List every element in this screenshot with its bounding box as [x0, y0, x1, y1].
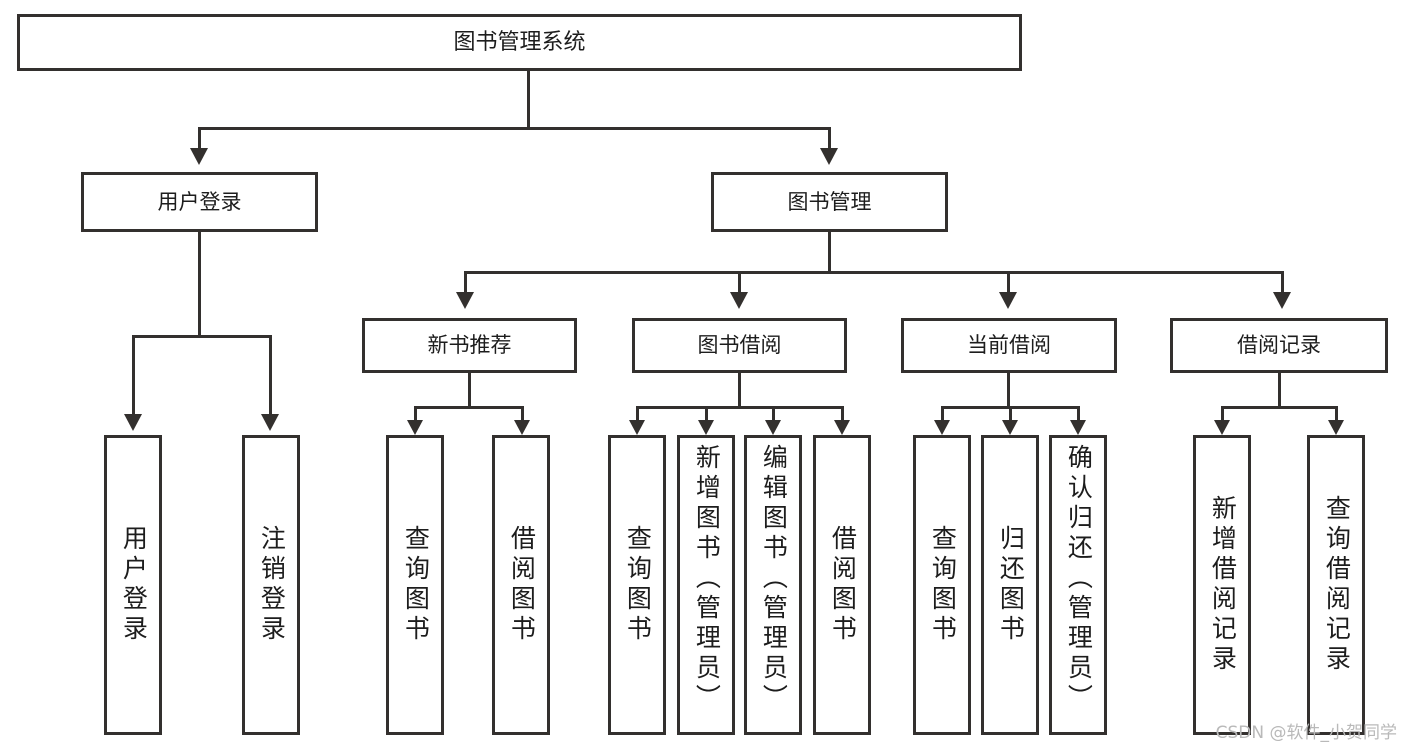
node-label: 归还图书: [996, 525, 1026, 645]
arrowhead-bm-to-borrow-record: [1273, 292, 1291, 309]
node-label: 查询借阅记录: [1322, 495, 1352, 675]
node-label: 图书管理系统: [453, 29, 586, 55]
node-label: 查询图书: [623, 525, 653, 645]
node-label: 借阅图书: [507, 525, 537, 645]
leaf-query-book-borrow[interactable]: 查询图书: [608, 435, 666, 735]
connector-br-to-leaf-2: [1335, 406, 1338, 421]
arrowhead-bm-to-book-borrow: [730, 292, 748, 309]
connector-borrow-record-stem: [1278, 373, 1281, 409]
node-label: 新增图书（管理员）: [692, 444, 722, 714]
connector-borrow-record-bar: [1221, 406, 1338, 409]
connector-root-to-book-management: [828, 127, 831, 149]
connector-cb-to-leaf-3: [1077, 406, 1080, 421]
leaf-query-book-recommend[interactable]: 查询图书: [386, 435, 444, 735]
connector-book-borrow-bar: [636, 406, 844, 409]
node-user-login[interactable]: 用户登录: [81, 172, 318, 232]
arrowhead-bb-to-leaf-2: [698, 420, 714, 435]
connector-br-to-leaf-1: [1221, 406, 1224, 421]
node-new-book-recommend[interactable]: 新书推荐: [362, 318, 577, 373]
node-label: 图书管理: [787, 189, 872, 214]
arrowhead-bm-to-current-borrow: [999, 292, 1017, 309]
node-label: 用户登录: [119, 525, 149, 645]
connector-root-bar: [198, 127, 831, 130]
leaf-confirm-return-admin[interactable]: 确认归还（管理员）: [1049, 435, 1107, 735]
leaf-borrow-book-recommend[interactable]: 借阅图书: [492, 435, 550, 735]
arrowhead-br-to-leaf-1: [1214, 420, 1230, 435]
connector-user-login-to-leaf-1: [132, 335, 135, 415]
connector-cb-to-leaf-1: [941, 406, 944, 421]
node-root-book-management-system[interactable]: 图书管理系统: [17, 14, 1022, 71]
node-label: 图书借阅: [697, 333, 782, 358]
node-book-management[interactable]: 图书管理: [711, 172, 948, 232]
arrowhead-cb-to-leaf-1: [934, 420, 950, 435]
connector-user-login-stem: [198, 232, 201, 335]
leaf-return-book[interactable]: 归还图书: [981, 435, 1039, 735]
connector-new-book-to-leaf-2: [521, 406, 524, 421]
node-book-borrow[interactable]: 图书借阅: [632, 318, 847, 373]
connector-bb-to-leaf-1: [636, 406, 639, 421]
connector-new-book-to-leaf-1: [414, 406, 417, 421]
node-label: 用户登录: [157, 189, 242, 214]
arrowhead-new-book-to-leaf-2: [514, 420, 530, 435]
arrowhead-user-login-to-leaf-1: [124, 414, 142, 431]
node-label: 借阅记录: [1237, 333, 1321, 358]
arrowhead-br-to-leaf-2: [1328, 420, 1344, 435]
node-current-borrow[interactable]: 当前借阅: [901, 318, 1117, 373]
arrowhead-root-to-user-login: [190, 148, 208, 165]
leaf-add-book-admin[interactable]: 新增图书（管理员）: [677, 435, 735, 735]
watermark: CSDN @软件_小贺同学: [1215, 723, 1397, 743]
connector-new-book-bar: [414, 406, 524, 409]
arrowhead-user-login-to-leaf-2: [261, 414, 279, 431]
connector-root-stem: [527, 71, 530, 127]
arrowhead-bb-to-leaf-1: [629, 420, 645, 435]
arrowhead-bb-to-leaf-3: [765, 420, 781, 435]
connector-book-management-bar: [464, 271, 1284, 274]
leaf-borrow-book[interactable]: 借阅图书: [813, 435, 871, 735]
connector-new-book-stem: [468, 373, 471, 409]
arrowhead-cb-to-leaf-3: [1070, 420, 1086, 435]
node-label: 查询图书: [928, 525, 958, 645]
arrowhead-cb-to-leaf-2: [1002, 420, 1018, 435]
connector-book-management-stem: [828, 232, 831, 273]
connector-bm-to-current-borrow: [1007, 271, 1010, 293]
connector-book-borrow-stem: [738, 373, 741, 409]
connector-user-login-to-leaf-2: [269, 335, 272, 415]
leaf-query-book-current[interactable]: 查询图书: [913, 435, 971, 735]
node-label: 确认归还（管理员）: [1064, 444, 1094, 714]
connector-cb-to-leaf-2: [1009, 406, 1012, 421]
leaf-add-borrow-record[interactable]: 新增借阅记录: [1193, 435, 1251, 735]
node-label: 新增借阅记录: [1208, 495, 1238, 675]
connector-root-to-user-login: [198, 127, 201, 149]
node-label: 新书推荐: [427, 333, 512, 358]
leaf-edit-book-admin[interactable]: 编辑图书（管理员）: [744, 435, 802, 735]
node-label: 借阅图书: [828, 525, 858, 645]
connector-bb-to-leaf-2: [705, 406, 708, 421]
node-label: 编辑图书（管理员）: [759, 444, 789, 714]
arrowhead-bm-to-new-book: [456, 292, 474, 309]
connector-bm-to-new-book: [464, 271, 467, 293]
node-label: 查询图书: [401, 525, 431, 645]
node-label: 注销登录: [257, 525, 287, 645]
arrowhead-root-to-book-management: [820, 148, 838, 165]
connector-bm-to-borrow-record: [1281, 271, 1284, 293]
leaf-query-borrow-record[interactable]: 查询借阅记录: [1307, 435, 1365, 735]
node-borrow-record[interactable]: 借阅记录: [1170, 318, 1388, 373]
arrowhead-new-book-to-leaf-1: [407, 420, 423, 435]
leaf-user-logout[interactable]: 注销登录: [242, 435, 300, 735]
connector-bb-to-leaf-3: [772, 406, 775, 421]
connector-current-borrow-stem: [1007, 373, 1010, 409]
connector-bb-to-leaf-4: [841, 406, 844, 421]
leaf-user-login[interactable]: 用户登录: [104, 435, 162, 735]
connector-bm-to-book-borrow: [738, 271, 741, 293]
connector-user-login-bar: [132, 335, 269, 338]
node-label: 当前借阅: [967, 333, 1051, 358]
arrowhead-bb-to-leaf-4: [834, 420, 850, 435]
